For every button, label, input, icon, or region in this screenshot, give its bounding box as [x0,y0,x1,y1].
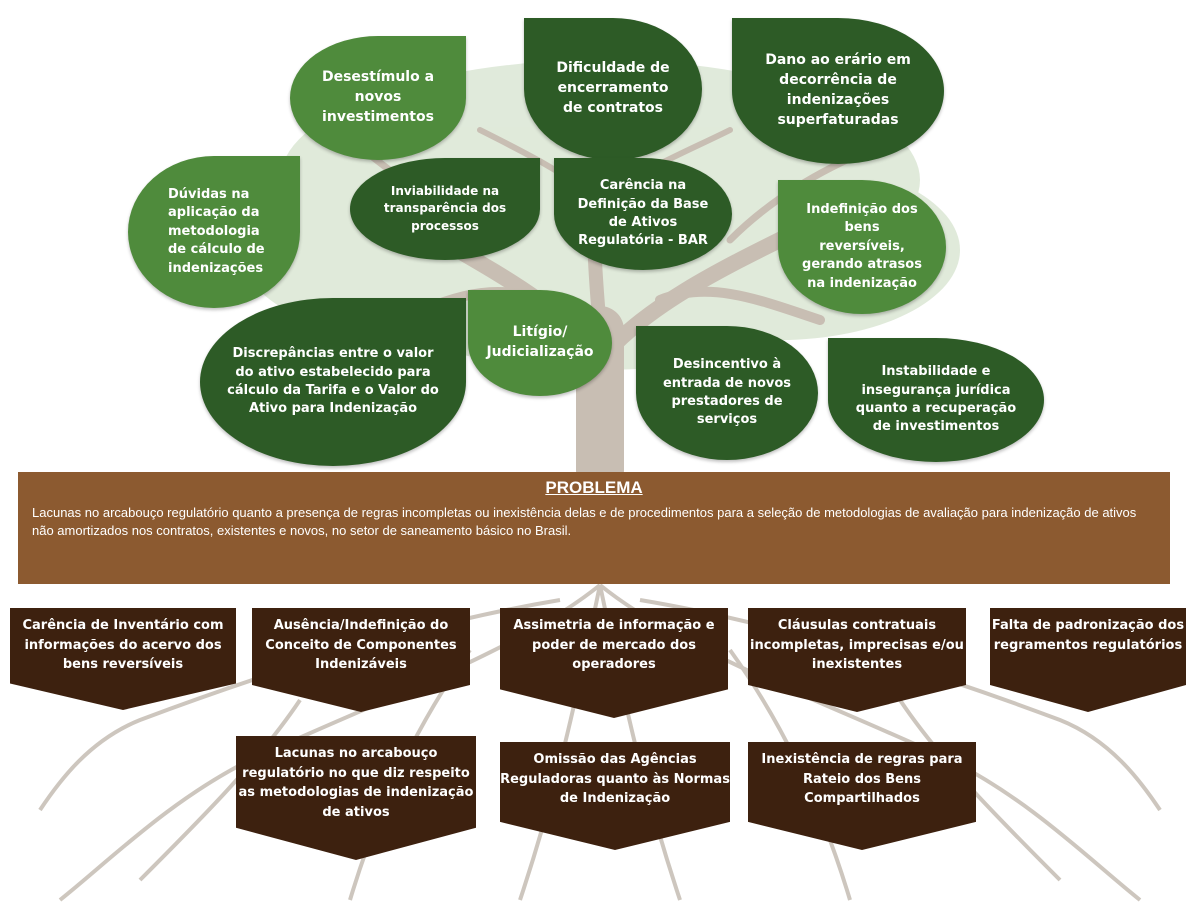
leaf-litigio-text: Litígio/ Judicialização [486,324,594,360]
leaf-duvidas-text: Dúvidas na aplicação da metodologia de c… [168,186,265,276]
root-assimetria-text: Assimetria de informação e poder de merc… [513,618,715,672]
problem-title: PROBLEMA [545,478,643,497]
leaf-desestimulo-text: Desestímulo a novos investimentos [321,69,435,125]
leaf-desestimulo: Desestímulo a novos investimentos [290,36,466,160]
problem-text: Lacunas no arcabouço regulatório quanto … [32,505,1137,539]
leaf-dificuldade-text: Dificuldade de encerramento de contratos [556,60,670,116]
root-lacunas: Lacunas no arcabouço regulatório no que … [236,736,476,860]
root-lacunas-text: Lacunas no arcabouço regulatório no que … [238,746,474,820]
root-ausencia-text: Ausência/Indefinição do Conceito de Comp… [265,618,457,672]
leaf-indefinicao: Indefinição dos bens reversíveis, gerand… [778,180,946,314]
leaf-desincentivo: Desincentivo à entrada de novos prestado… [636,326,818,460]
root-omissao-text: Omissão das Agências Reguladoras quanto … [500,752,730,806]
leaf-inviabilidade: Inviabilidade na transparência dos proce… [350,158,540,260]
leaf-dano-text: Dano ao erário em decorrência de indeniz… [765,52,911,128]
leaf-duvidas: Dúvidas na aplicação da metodologia de c… [128,156,300,308]
leaf-inviabilidade-text: Inviabilidade na transparência dos proce… [383,184,507,233]
leaf-discrepancias: Discrepâncias entre o valor do ativo est… [200,298,466,466]
leaf-instabilidade: Instabilidade e insegurança jurídica qua… [828,338,1044,462]
problem-box: PROBLEMA Lacunas no arcabouço regulatóri… [18,472,1170,584]
root-clausulas-text: Cláusulas contratuais incompletas, impre… [750,618,964,672]
root-carencia-inventario-text: Carência de Inventário com informações d… [22,618,224,672]
leaf-indefinicao-text: Indefinição dos bens reversíveis, gerand… [802,201,922,291]
leaf-dificuldade: Dificuldade de encerramento de contratos [524,18,702,160]
leaf-dano: Dano ao erário em decorrência de indeniz… [732,18,944,164]
leaf-litigio: Litígio/ Judicialização [468,290,612,396]
leaf-instabilidade-text: Instabilidade e insegurança jurídica qua… [855,364,1017,435]
root-falta-text: Falta de padronização dos regramentos re… [991,618,1185,653]
leaf-desincentivo-text: Desincentivo à entrada de novos prestado… [662,357,792,428]
leaf-carencia-bar: Carência na Definição da Base de Ativos … [554,158,732,270]
leaf-discrepancias-text: Discrepâncias entre o valor do ativo est… [227,346,439,417]
root-inexistencia-text: Inexistência de regras para Rateio dos B… [761,752,963,806]
leaf-carencia-bar-text: Carência na Definição da Base de Ativos … [577,178,709,249]
